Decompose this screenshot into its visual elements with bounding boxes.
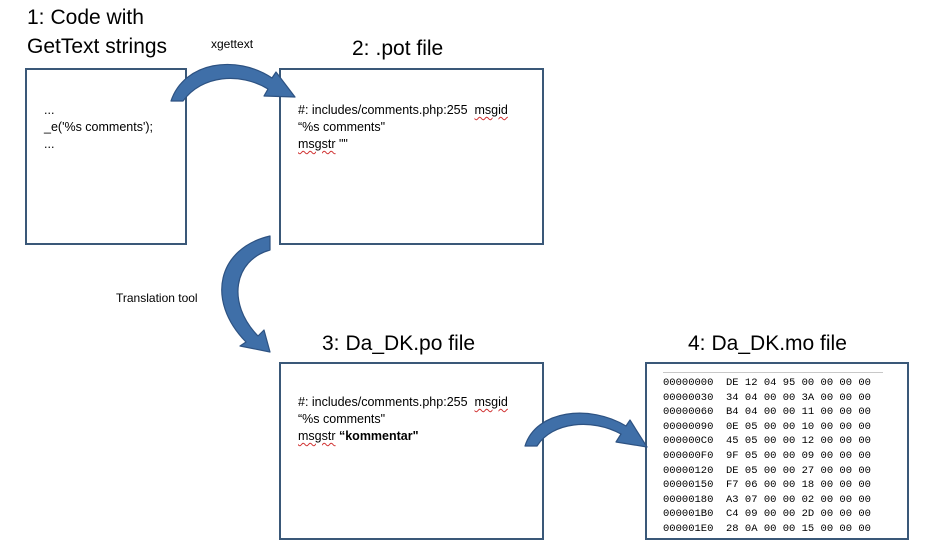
translation-arrow [221,235,271,353]
hex-row: 00000000 DE 12 04 95 00 00 00 00 [663,377,871,389]
mo-title: Da_DK.mo file [711,332,847,355]
po-line-1: #: includes/comments.php:255 msgid [298,394,508,411]
po-line-3: msgstr “kommentar" [298,428,508,445]
pot-msgstr-keyword: msgstr [298,137,336,151]
pot-box: #: includes/comments.php:255 msgid “%s c… [279,68,544,245]
translation-tool-label: Translation tool [116,291,198,305]
code-heading: 1:Code with GetText strings [27,3,167,61]
xgettext-label: xgettext [211,37,254,51]
code-title-line1: Code with [50,6,144,29]
pot-title: .pot file [375,37,444,60]
pot-line-1: #: includes/comments.php:255 msgid [298,102,508,119]
code-title-line2: GetText strings [27,35,168,58]
hex-row: 00000030 34 04 00 00 3A 00 00 00 [663,391,871,404]
po-line-2: “%s comments" [298,412,386,426]
hex-row: 00000060 B4 04 00 00 11 00 00 00 [663,406,871,419]
code-step-number: 1: [27,6,45,29]
mo-heading: 4:Da_DK.mo file [688,329,847,358]
compile-arrow [524,412,648,448]
pot-line-2: “%s comments" [298,120,386,134]
hex-row: 00000120 DE 05 00 00 27 00 00 00 [663,464,871,477]
hex-row: 000001B0 C4 09 00 00 2D 00 00 00 [663,508,871,521]
pot-heading: 2:.pot file [352,34,443,63]
po-msgstr-keyword: msgstr [298,429,336,443]
code-line-3: ... [44,137,55,151]
po-box: #: includes/comments.php:255 msgid “%s c… [279,362,544,540]
hex-header-rule [663,372,883,373]
pot-msgstr-value: "" [338,137,348,151]
pot-step-number: 2: [352,37,370,60]
hex-row: 00000090 0E 05 00 00 10 00 00 00 [663,420,871,433]
xgettext-arrow [170,63,296,102]
pot-line-3: msgstr "" [298,136,508,153]
po-heading: 3:Da_DK.po file [322,329,475,358]
code-line-1: ... [44,103,55,117]
hex-row: 000000F0 9F 05 00 00 09 00 00 00 [663,449,871,462]
po-msgstr-value: “kommentar" [338,429,419,443]
pot-msgid-keyword: msgid [474,103,508,117]
mo-box: 00000000 DE 12 04 95 00 00 00 00 0000003… [645,362,909,540]
code-line-2: _e('%s comments'); [44,120,153,134]
hex-row: 000000C0 45 05 00 00 12 00 00 00 [663,435,871,448]
mo-step-number: 4: [688,332,706,355]
hex-row: 00000180 A3 07 00 00 02 00 00 00 [663,493,871,506]
po-step-number: 3: [322,332,340,355]
po-reference: #: includes/comments.php:255 [298,395,468,409]
code-box: ... _e('%s comments'); ... [25,68,187,245]
po-msgid-keyword: msgid [474,395,508,409]
pot-reference: #: includes/comments.php:255 [298,103,468,117]
po-title: Da_DK.po file [345,332,476,355]
hex-row: 00000150 F7 06 00 00 18 00 00 00 [663,479,871,492]
hex-row: 000001E0 28 0A 00 00 15 00 00 00 [663,522,871,535]
